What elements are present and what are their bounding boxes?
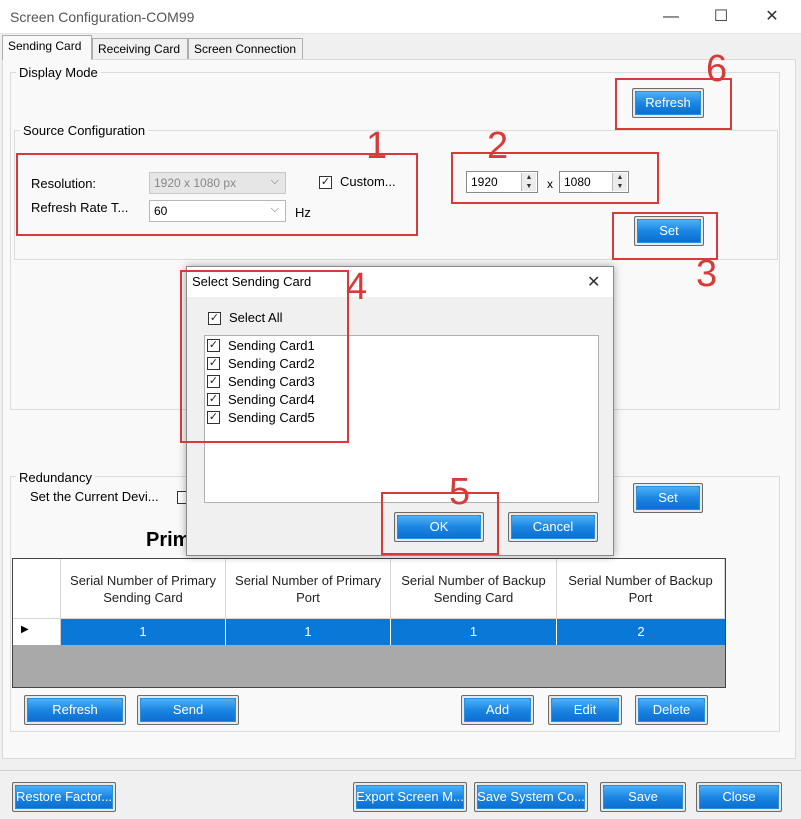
minimize-button[interactable]: — bbox=[663, 8, 679, 25]
row-selector[interactable]: ▶ bbox=[13, 619, 61, 645]
footer-divider bbox=[0, 770, 801, 771]
table-header[interactable]: Serial Number of Backup Sending Card bbox=[391, 559, 557, 619]
refresh-rate-label: Refresh Rate T... bbox=[31, 200, 129, 215]
primary-heading: Prim bbox=[146, 529, 191, 551]
window-titlebar: Screen Configuration-COM99 — ☐ ✕ bbox=[0, 0, 801, 34]
redundancy-legend: Redundancy bbox=[16, 470, 95, 485]
maximize-button[interactable]: ☐ bbox=[713, 8, 729, 25]
send-button[interactable]: Send bbox=[137, 695, 239, 725]
annotation-number-4: 4 bbox=[346, 266, 368, 308]
card-checkbox[interactable]: ✓ bbox=[207, 393, 220, 406]
x-separator: x bbox=[547, 177, 553, 191]
window-title: Screen Configuration-COM99 bbox=[10, 9, 195, 25]
resolution-select[interactable]: 1920 x 1080 px⌵ bbox=[149, 172, 286, 194]
hz-label: Hz bbox=[295, 205, 311, 220]
row-pointer-icon: ▶ bbox=[21, 624, 29, 635]
annotation-number-2: 2 bbox=[487, 125, 509, 167]
close-button[interactable]: Close bbox=[696, 782, 782, 812]
select-all-checkbox[interactable]: ✓ bbox=[208, 312, 221, 325]
card-checkbox[interactable]: ✓ bbox=[207, 375, 220, 388]
table-header[interactable]: Serial Number of Backup Port bbox=[557, 559, 725, 619]
table-cell[interactable]: 1 bbox=[391, 619, 557, 645]
save-system-config-button[interactable]: Save System Co... bbox=[474, 782, 588, 812]
custom-checkbox[interactable]: ✓ bbox=[319, 176, 332, 189]
table-corner-header bbox=[13, 559, 61, 619]
delete-button[interactable]: Delete bbox=[635, 695, 708, 725]
card-checkbox[interactable]: ✓ bbox=[207, 411, 220, 424]
dialog-close-icon[interactable]: ✕ bbox=[587, 274, 601, 291]
chevron-down-icon: ⌵ bbox=[270, 175, 279, 187]
source-config-legend: Source Configuration bbox=[20, 123, 149, 138]
select-all-label: Select All bbox=[229, 310, 283, 325]
annotation-number-3: 3 bbox=[696, 253, 718, 295]
annotation-box-3 bbox=[612, 212, 718, 260]
ok-button[interactable]: OK bbox=[394, 512, 484, 542]
spinner-arrows-icon[interactable]: ▲▼ bbox=[521, 173, 536, 191]
redundancy-table: Serial Number of Primary Sending Card Se… bbox=[12, 558, 726, 688]
spinner-arrows-icon[interactable]: ▲▼ bbox=[612, 173, 627, 191]
source-config-group bbox=[14, 130, 778, 260]
sending-card-list[interactable] bbox=[204, 335, 599, 503]
annotation-number-1: 1 bbox=[366, 125, 388, 167]
table-row[interactable] bbox=[61, 619, 725, 645]
resolution-label: Resolution: bbox=[31, 176, 97, 191]
tab-screen-connection[interactable]: Screen Connection bbox=[188, 38, 303, 59]
export-screen-button[interactable]: Export Screen M... bbox=[353, 782, 467, 812]
close-window-button[interactable]: ✕ bbox=[765, 8, 779, 25]
table-refresh-button[interactable]: Refresh bbox=[24, 695, 126, 725]
tab-receiving-card[interactable]: Receiving Card bbox=[92, 38, 188, 59]
cancel-button[interactable]: Cancel bbox=[508, 512, 598, 542]
display-refresh-button[interactable]: Refresh bbox=[632, 88, 704, 118]
dialog-title: Select Sending Card bbox=[192, 274, 312, 289]
tab-sending-card[interactable]: Sending Card bbox=[2, 35, 92, 60]
height-spinner[interactable]: 1080 ▲▼ bbox=[559, 171, 629, 193]
annotation-box-1 bbox=[16, 153, 418, 236]
table-cell[interactable]: 1 bbox=[61, 619, 226, 645]
annotation-number-6: 6 bbox=[706, 48, 728, 90]
redundancy-set-button[interactable]: Set bbox=[633, 483, 703, 513]
source-set-button[interactable]: Set bbox=[634, 216, 704, 246]
table-cell[interactable]: 1 bbox=[226, 619, 391, 645]
annotation-box-6 bbox=[615, 78, 732, 130]
width-spinner[interactable]: 1920 ▲▼ bbox=[466, 171, 538, 193]
custom-label: Custom... bbox=[340, 174, 396, 189]
annotation-box-4 bbox=[180, 270, 349, 443]
table-cell[interactable]: 2 bbox=[637, 624, 645, 639]
add-button[interactable]: Add bbox=[461, 695, 534, 725]
restore-factory-button[interactable]: Restore Factor... bbox=[12, 782, 116, 812]
save-button[interactable]: Save bbox=[600, 782, 686, 812]
dialog-titlebar: Select Sending Card ✕ bbox=[187, 267, 613, 297]
annotation-box-5 bbox=[381, 492, 499, 555]
card-checkbox[interactable]: ✓ bbox=[207, 339, 220, 352]
annotation-box-2 bbox=[451, 152, 659, 204]
table-header[interactable]: Serial Number of Primary Sending Card bbox=[61, 559, 226, 619]
display-mode-legend: Display Mode bbox=[16, 65, 101, 80]
table-header[interactable]: Serial Number of Primary Port bbox=[226, 559, 391, 619]
refresh-rate-select[interactable]: 60⌵ bbox=[149, 200, 286, 222]
card-checkbox[interactable]: ✓ bbox=[207, 357, 220, 370]
set-current-device-label: Set the Current Devi... bbox=[30, 489, 159, 504]
edit-button[interactable]: Edit bbox=[548, 695, 622, 725]
annotation-number-5: 5 bbox=[449, 471, 471, 513]
chevron-down-icon: ⌵ bbox=[270, 203, 279, 215]
